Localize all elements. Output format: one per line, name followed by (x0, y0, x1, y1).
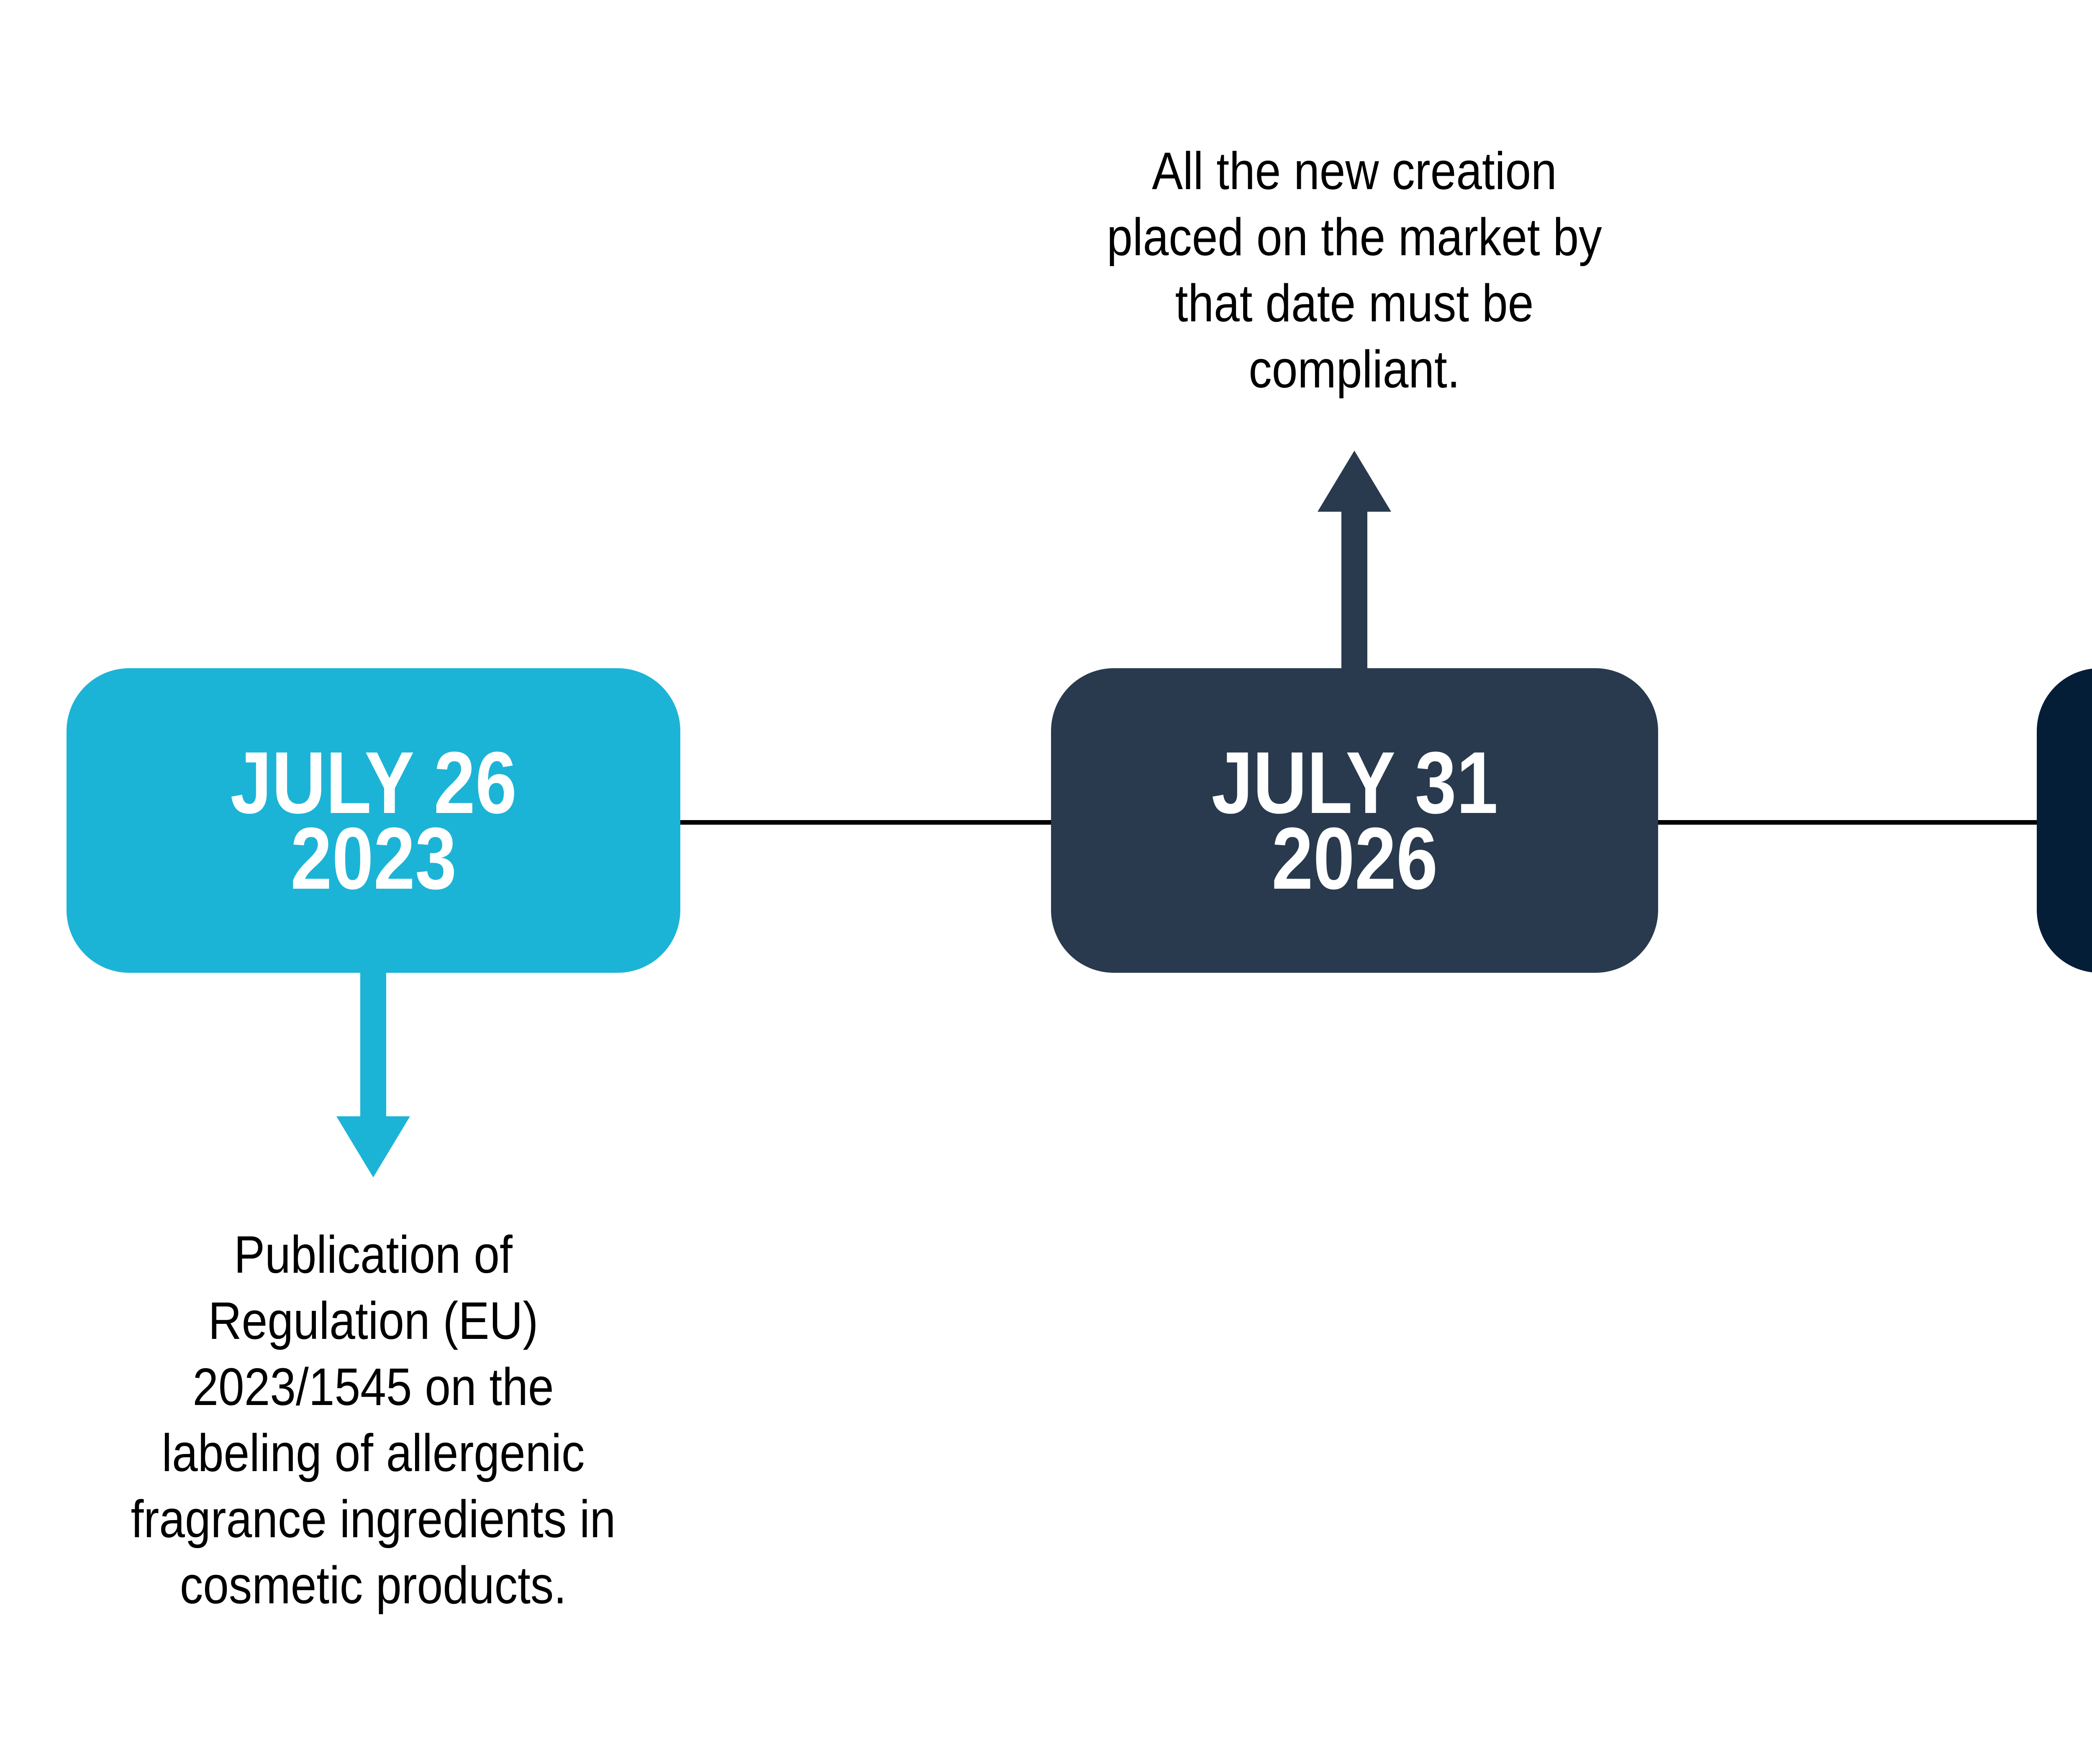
event-description: Publication of Regulation (EU) 2023/1545… (60, 1222, 686, 1618)
event-date-line1: JULY 26 (230, 733, 517, 832)
arrow-head (336, 1116, 410, 1177)
description-line: labeling of allergenic (162, 1423, 585, 1482)
description-line: 2023/1545 on the (192, 1357, 554, 1416)
event-date-line1: JULY 31 (1211, 733, 1498, 832)
description-line: Regulation (EU) (208, 1291, 538, 1350)
arrow-stem (360, 971, 386, 1118)
event-description: Withdrawal from the market of non-compli… (2030, 1222, 2092, 1420)
event-date-line2: 2023 (290, 809, 457, 908)
description-line: All the new creation (1152, 141, 1557, 200)
description-line: cosmetic products. (179, 1556, 567, 1615)
event-date-box-july-26-2023: JULY 26 2023 (67, 668, 680, 973)
description-line: products. (2030, 1354, 2092, 1420)
arrow-stem (1341, 510, 1367, 670)
event-date-box-july-31-2026: JULY 31 2026 (1051, 668, 1658, 973)
event-date-text: JULY 31 2026 (1211, 733, 1498, 908)
description-line: Publication of (234, 1225, 513, 1284)
description-line: fragrance ingredients in (131, 1490, 616, 1549)
description-line: compliant. (1249, 340, 1460, 399)
event-date-line2: 2026 (1271, 809, 1438, 908)
description-line: Withdrawal from the (2030, 1222, 2092, 1288)
description-line: that date must be (1175, 274, 1534, 333)
description-line: market of non-compliant (2030, 1288, 2092, 1354)
event-date-box-july-31-2028: JULY 31 2028 (2037, 668, 2092, 973)
event-date-text: JULY 26 2023 (230, 733, 517, 908)
event-description: All the new creation placed on the marke… (1041, 138, 1667, 403)
arrow-head (1318, 451, 1391, 512)
description-line: placed on the market by (1107, 208, 1602, 267)
